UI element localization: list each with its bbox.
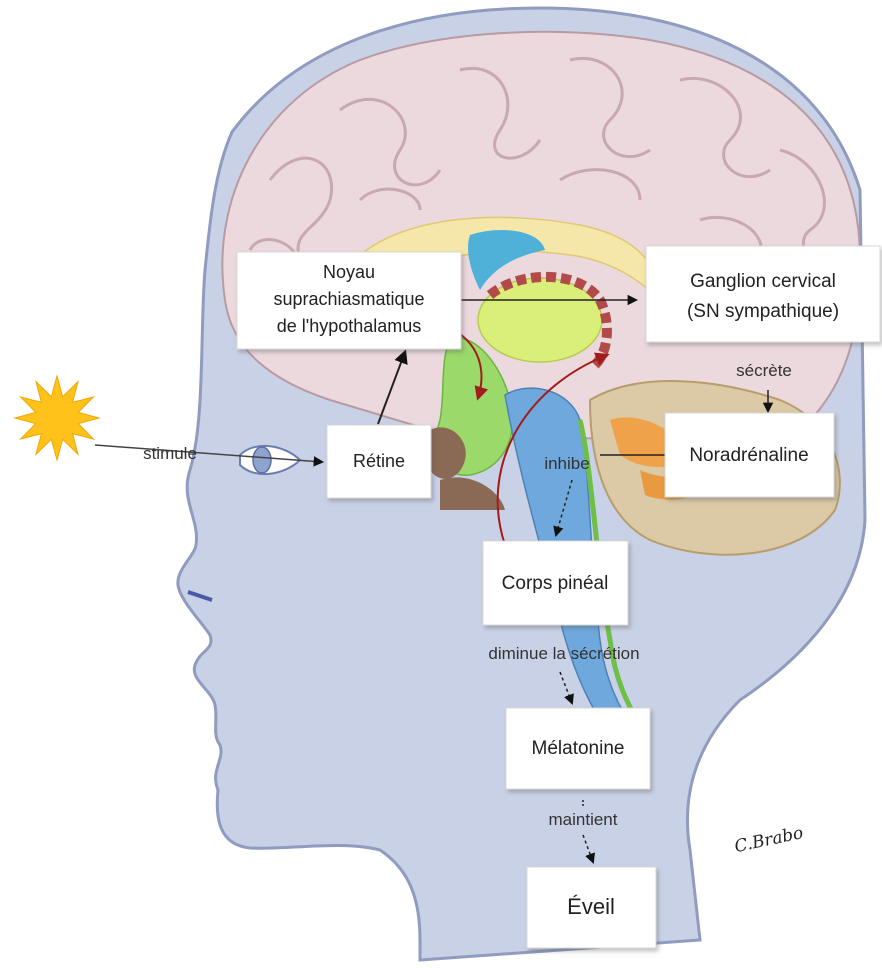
node-corps-pineal: Corps pinéal — [483, 541, 628, 625]
edge-label-diminue: diminue la sécrétion — [488, 644, 639, 663]
node-noyau: Noyau suprachiasmatique de l'hypothalamu… — [237, 252, 461, 349]
retine-label: Rétine — [353, 451, 405, 471]
edge-label-inhibe: inhibe — [544, 454, 589, 473]
ganglion-line-1: Ganglion cervical — [690, 271, 836, 292]
noyau-line-3: de l'hypothalamus — [277, 316, 422, 336]
node-noradrenaline: Noradrénaline — [665, 413, 834, 497]
noyau-line-1: Noyau — [323, 262, 375, 282]
noradrenaline-label: Noradrénaline — [689, 445, 808, 466]
eveil-label: Éveil — [567, 894, 615, 919]
node-melatonine: Mélatonine — [506, 708, 650, 789]
edge-label-secrete: sécrète — [736, 361, 792, 380]
edge-label-maintient: maintient — [549, 810, 618, 829]
node-retine: Rétine — [327, 425, 431, 498]
melatonine-label: Mélatonine — [532, 738, 625, 759]
node-ganglion: Ganglion cervical (SN sympathique) — [646, 246, 880, 342]
corps-pineal-label: Corps pinéal — [502, 573, 609, 594]
artist-signature: C.Brabo — [733, 823, 805, 857]
node-eveil: Éveil — [527, 867, 656, 948]
edge-label-stimule: stimule — [143, 444, 197, 463]
sun-icon — [15, 376, 99, 460]
ganglion-line-2: (SN sympathique) — [687, 301, 839, 322]
noyau-line-2: suprachiasmatique — [273, 289, 424, 309]
